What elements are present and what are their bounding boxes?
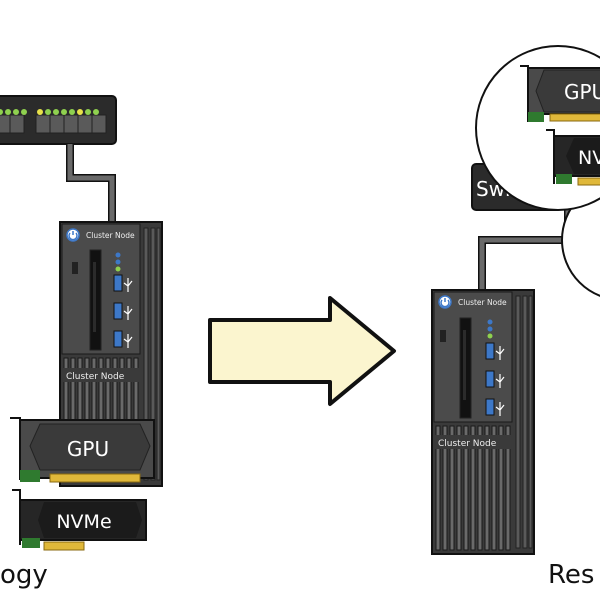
- left-gpu-card: GPU: [10, 417, 155, 483]
- right-nvme-card: NV: [546, 129, 600, 186]
- right-gpu-label: GPU: [564, 80, 600, 104]
- right-nvme-label: NV: [578, 147, 600, 169]
- left-caption: ogy: [0, 560, 48, 590]
- right-arrow-icon: [208, 296, 396, 406]
- usb-icon: [123, 278, 133, 348]
- left-nvme-card: NVMe: [12, 489, 147, 551]
- right-node-footer: Cluster Node: [438, 439, 497, 449]
- switch-ports: [0, 114, 107, 134]
- left-network-switch: [0, 95, 117, 145]
- right-bubble-lower: [561, 183, 600, 297]
- right-caption: Res: [548, 560, 594, 590]
- right-node-header: Cluster Node: [458, 298, 507, 307]
- left-node-footer: Cluster Node: [66, 372, 125, 382]
- right-gpu-card: GPU: [520, 65, 600, 122]
- left-node-header: Cluster Node: [86, 231, 135, 240]
- left-gpu-label: GPU: [67, 437, 109, 461]
- right-cluster-node: Cluster Node Cluster Node: [431, 289, 535, 555]
- right-bubble: GPU NV: [475, 45, 600, 211]
- usb-icon: [495, 346, 505, 416]
- left-nvme-label: NVMe: [56, 511, 111, 533]
- switch-leds: [0, 109, 99, 115]
- left-network-cable: [66, 144, 116, 222]
- right-network-cable: [478, 210, 572, 290]
